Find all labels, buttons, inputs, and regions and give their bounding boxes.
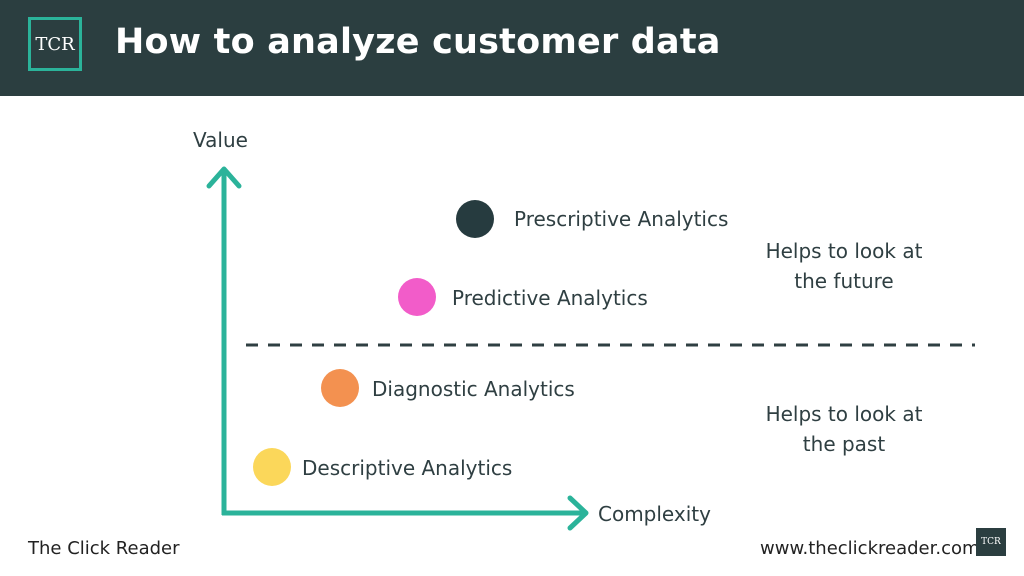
tcr-logo: TCR	[28, 17, 82, 71]
future-zone-label: Helps to look at the future	[765, 239, 923, 293]
prescriptive-dot	[456, 200, 494, 238]
x-axis-label: Complexity	[598, 502, 711, 526]
header-bar: TCR How to analyze customer data	[0, 0, 1024, 96]
page-title: How to analyze customer data	[115, 22, 721, 62]
descriptive-dot	[253, 448, 291, 486]
footer-brand: The Click Reader	[28, 538, 180, 559]
y-axis-arrowhead	[206, 166, 242, 189]
diagnostic-label: Diagnostic Analytics	[372, 377, 575, 401]
predictive-label: Predictive Analytics	[452, 286, 648, 310]
footer-url: www.theclickreader.com	[760, 538, 980, 559]
footer-logo: TCR	[976, 528, 1006, 556]
predictive-dot	[398, 278, 436, 316]
prescriptive-label: Prescriptive Analytics	[514, 207, 729, 231]
past-zone-label: Helps to look at the past	[765, 402, 923, 456]
diagnostic-dot	[321, 369, 359, 407]
x-axis-arrowhead	[567, 495, 589, 531]
y-axis-label: Value	[193, 128, 248, 152]
descriptive-label: Descriptive Analytics	[302, 456, 513, 480]
